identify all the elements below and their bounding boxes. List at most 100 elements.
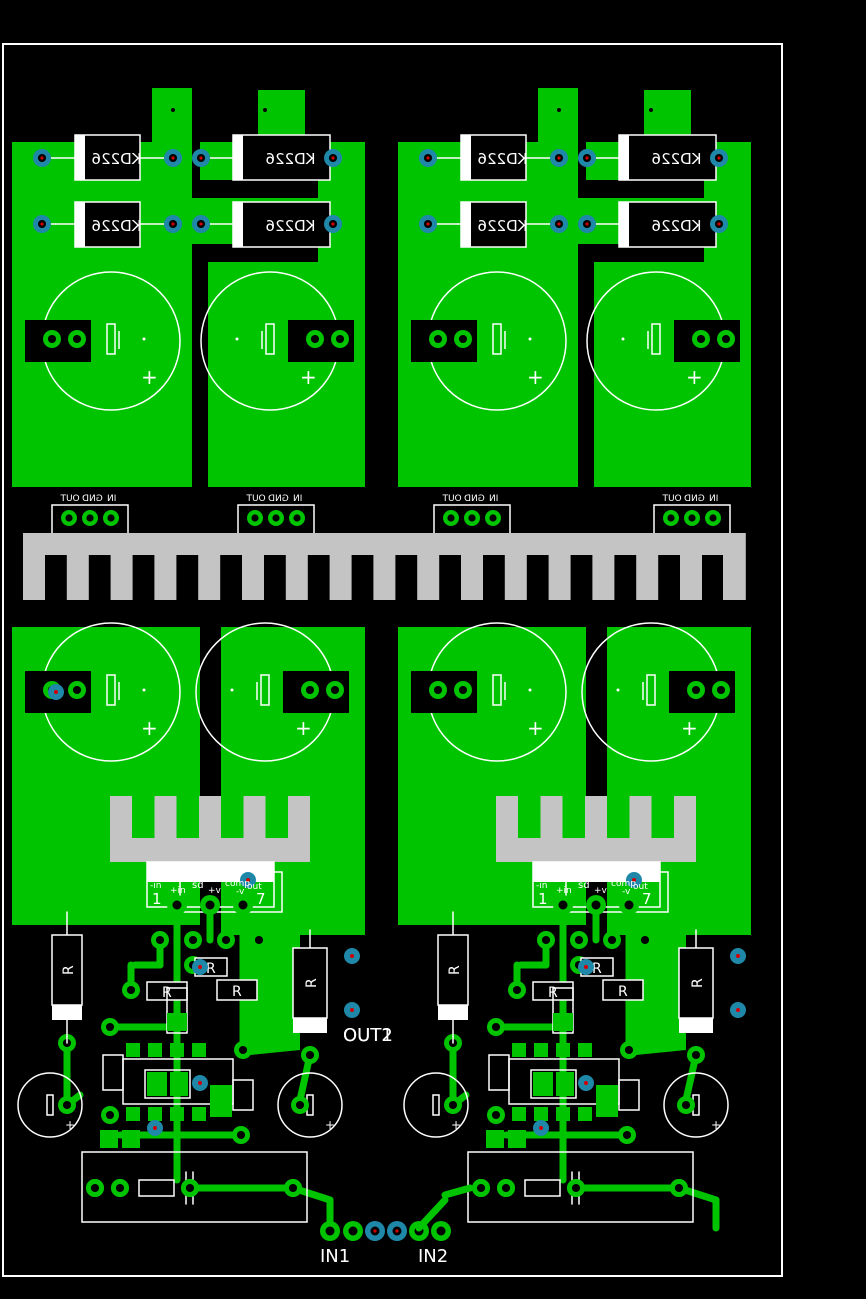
capacitor-plus: + [141,716,158,740]
pad [619,895,639,915]
resistor: R [292,947,328,1019]
electrolytic-capacitor: + [200,271,354,411]
ic-pin-minus-in: -in [536,881,547,891]
copper-pour [506,245,578,265]
resistor-label: R [61,965,77,975]
pad [487,1018,505,1036]
pad [101,1106,119,1124]
heatsink-base [110,838,310,862]
capacitor-plus: + [295,716,312,740]
resistor-body [603,980,643,1000]
pad [101,1018,119,1036]
pad [677,1096,695,1114]
pad [289,510,305,526]
capacitor-outline [166,987,188,1034]
ic-pin-comp: comp [225,879,250,889]
ic-pin-7: 7 [256,890,266,908]
small-capacitor: + [17,1072,83,1138]
smd-pad [170,1043,184,1057]
reg-out-label: OUT [246,494,266,504]
via [147,1120,163,1136]
resistor-lead [438,1005,468,1020]
diode-body [461,135,526,180]
diode-band [461,135,471,180]
ic-pin-minus-v: -v [622,887,631,897]
pad [705,510,721,526]
pad [663,510,679,526]
trace [441,1184,474,1199]
heatsink-fin [540,796,563,840]
capacitor-outline [552,987,574,1034]
pad [717,330,735,348]
electrolytic-capacitor: + [25,271,181,411]
pad [508,981,526,999]
reg-in-label: IN [709,494,718,504]
reg-out-label: OUT [662,494,682,504]
smd-component [488,1054,510,1091]
smd-pad [167,1013,187,1031]
copper-pour [120,245,192,265]
capacitor-symbol [260,674,270,706]
resistor: R [216,979,258,1001]
heatsink-fin [548,533,571,600]
diode-label: KD226 [266,150,316,168]
capacitor-symbol [651,323,661,355]
ic-pin-out: out [247,882,262,892]
pad [464,510,480,526]
pad [586,895,606,915]
smd-pad [192,1043,206,1057]
heatsink-fin [154,533,177,600]
ic-pin-plus-in: +in [556,886,572,896]
capacitor-plus: + [686,365,703,389]
resistor-outline [602,979,644,1001]
diode-body [619,202,716,247]
ic-pin-sd: sd [192,880,204,891]
pad [419,215,437,233]
smd-pad [147,1072,167,1096]
smd-pad [192,1107,206,1121]
electrolytic-capacitor: + [195,622,349,762]
resistor-body [293,948,327,1018]
heatsink-fin [198,533,221,600]
pad [250,931,268,949]
heatsink-fin [285,533,308,600]
pad [68,681,86,699]
heatsink-fin [417,533,440,600]
pad [234,1041,252,1059]
diode-body [619,135,716,180]
smd-outline-inner [144,1069,191,1099]
diode: KD226 [74,201,142,248]
resistor-body [217,980,257,1000]
copper-pour [594,262,751,487]
smd-pad [553,1013,573,1031]
heatsink-fin [154,796,177,840]
pad [343,1221,363,1241]
resistor-label: R [447,965,463,975]
capacitor-plus: + [451,1118,461,1132]
resistor-lead [52,1005,82,1020]
pad [454,330,472,348]
pad [86,1179,104,1197]
trace [415,1196,449,1232]
smd-pad [486,1130,504,1148]
smd-component [232,1079,254,1111]
via [626,872,642,888]
pad [331,330,349,348]
input-filter-outline [81,1151,308,1223]
output-label: OUT2 [343,1025,393,1046]
pad [184,931,202,949]
pad [487,1106,505,1124]
heatsink-fin [288,796,310,840]
diode-label: KD226 [92,217,142,235]
pad [444,1096,462,1114]
reg-gnd-label: GND [464,494,485,504]
pad [164,149,182,167]
heatsink-fin [23,533,45,600]
pad [431,1221,451,1241]
diode-band [619,135,629,180]
pad [232,1126,250,1144]
ic-pin-1: 1 [538,890,548,908]
